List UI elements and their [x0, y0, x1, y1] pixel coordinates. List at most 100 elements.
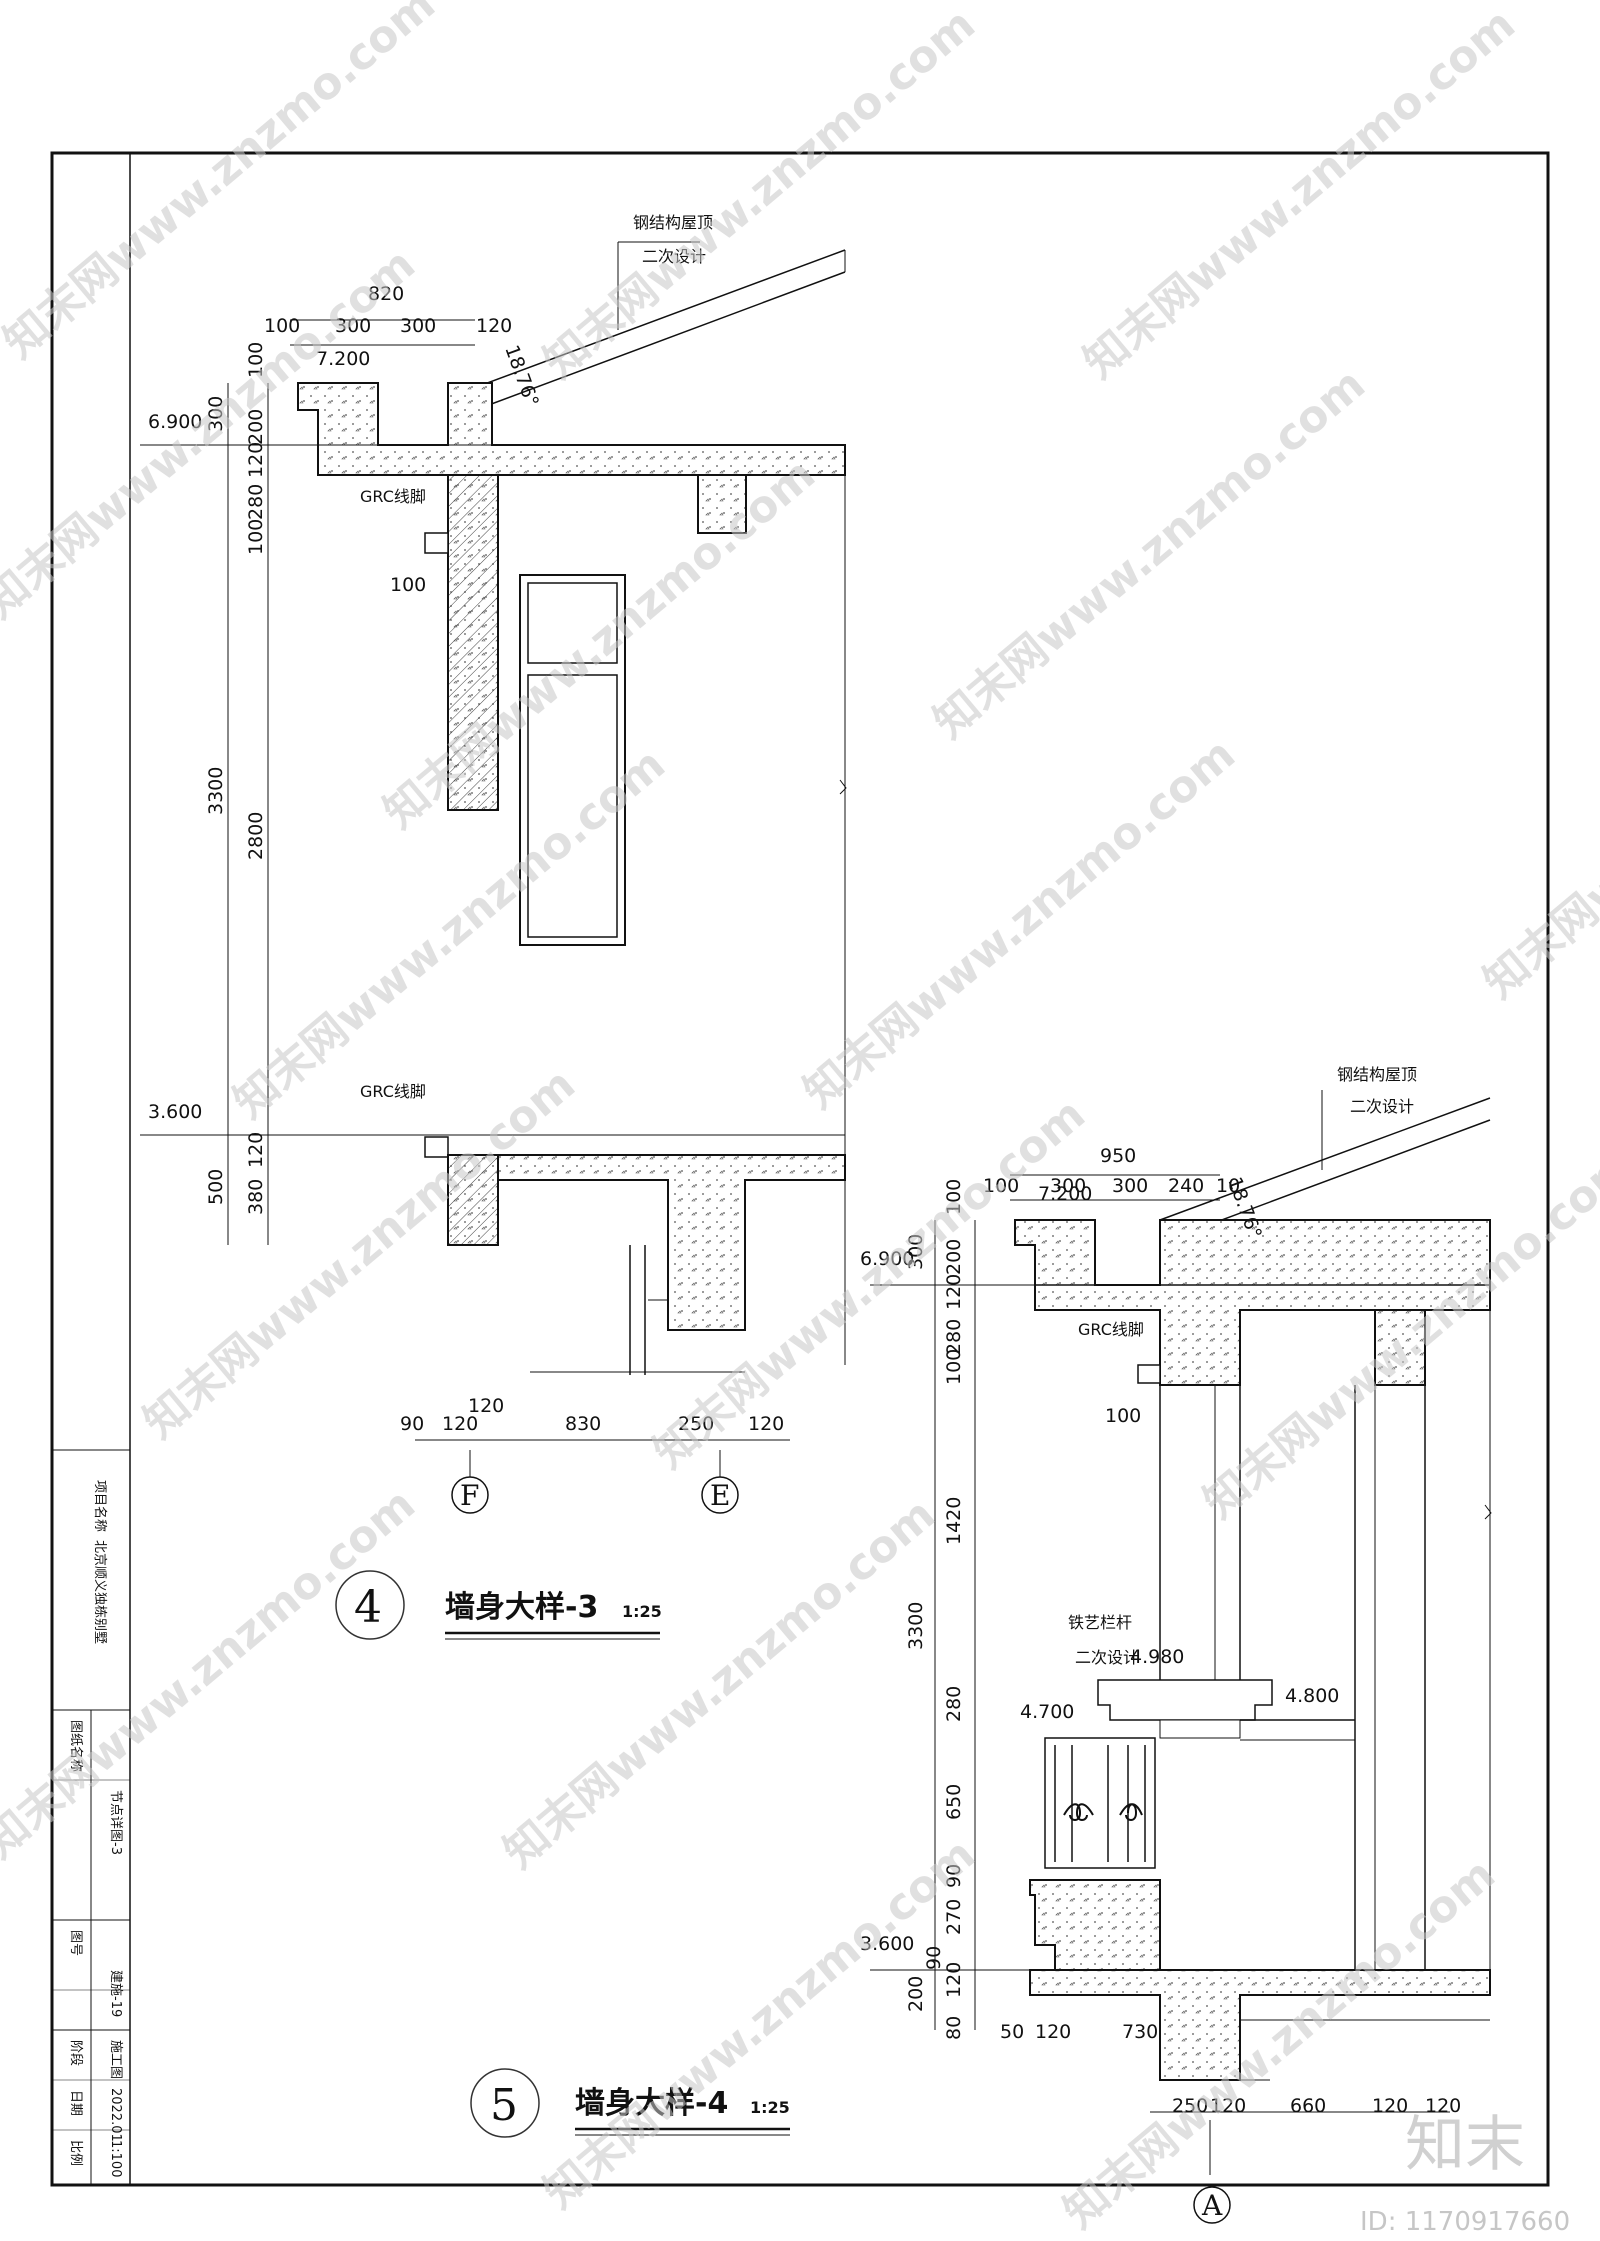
tb-stage: 施工图 — [108, 2040, 123, 2079]
tb-stage-label: 阶段 — [68, 2040, 83, 2066]
d5-elev-3600: 3.600 — [860, 1933, 914, 1955]
d5-left-120b: 120 — [943, 1962, 965, 1998]
grc-ledge-upper — [424, 532, 449, 554]
grc-ledge-lower — [424, 1136, 449, 1158]
d4-bot-250: 250 — [678, 1413, 714, 1435]
d4-left-500: 500 — [205, 1169, 227, 1205]
d5-axis-A: A — [1201, 2189, 1223, 2222]
d4-scale: 1:25 — [622, 1602, 662, 1621]
d4-axis-F: F — [460, 1479, 479, 1512]
d5-left-80: 80 — [943, 2016, 965, 2040]
d5-bot-250: 250 — [1172, 2095, 1208, 2117]
d4-bot-120b: 120 — [468, 1395, 504, 1417]
watermark-2: 知末网www.znzmo.com — [534, 0, 985, 388]
grc-ledge-5 — [1137, 1364, 1161, 1384]
d5-top-10: 10 — [1216, 1175, 1240, 1197]
d4-bot-830: 830 — [565, 1413, 601, 1435]
d4-elev-7200: 7.200 — [316, 348, 370, 370]
tb-date: 2022.01 — [108, 2088, 123, 2142]
iron-railing — [1044, 1737, 1156, 1869]
d5-bot-120a: 120 — [1210, 2095, 1246, 2117]
d5-railing-note-1: 铁艺栏杆 — [1068, 1613, 1132, 1632]
d5-left-650: 650 — [943, 1784, 965, 1820]
watermark-12: 知末网www.znzmo.com — [1194, 1139, 1600, 1529]
d5-left-1420: 1420 — [943, 1497, 965, 1545]
d4-left-300: 300 — [205, 396, 227, 432]
d4-top-820: 820 — [368, 283, 404, 305]
d4-bot-120a: 120 — [442, 1413, 478, 1435]
d4-title: 墙身大样-3 — [445, 1590, 598, 1625]
d5-bot-120c: 120 — [1425, 2095, 1461, 2117]
d4-bot-120c: 120 — [748, 1413, 784, 1435]
floor-slab — [447, 1154, 846, 1331]
tb-project-label: 项目名称 — [92, 1480, 108, 1532]
d5-ledge-730: 730 — [1122, 2021, 1158, 2043]
d5-left-100: 100 — [943, 1179, 965, 1215]
d4-grc-label-1: GRC线脚 — [360, 487, 426, 506]
watermark-9: 知末网www.znzmo.com — [1474, 619, 1600, 1009]
outer-frame — [50, 151, 1550, 2187]
d5-elev-4800: 4.800 — [1285, 1685, 1339, 1707]
d4-offset-100: 100 — [390, 574, 426, 596]
d5-offset-100: 100 — [1105, 1405, 1141, 1427]
d4-left-380: 380 — [245, 1179, 267, 1215]
watermark-6: 知末网www.znzmo.com — [924, 359, 1375, 749]
d5-number: 5 — [490, 2080, 518, 2131]
d5-left-90: 90 — [943, 1864, 965, 1888]
d5-roof-note-1: 钢结构屋顶 — [1337, 1065, 1417, 1084]
d5-elev-4700: 4.700 — [1020, 1701, 1074, 1723]
image-id: ID: 1170917660 — [1360, 2207, 1570, 2237]
d5-top-240: 240 — [1168, 1175, 1204, 1197]
d4-elev-6900: 6.900 — [148, 411, 202, 433]
d5-elev-6900: 6.900 — [860, 1248, 914, 1270]
d4-roof-note-2: 二次设计 — [642, 247, 706, 266]
d5-ledge-50: 50 — [1000, 2021, 1024, 2043]
d4-left-280: 280 — [245, 484, 267, 520]
d4-top-100: 100 — [264, 315, 300, 337]
d5-left-300: 300 — [905, 1234, 927, 1270]
d5-left-200: 200 — [943, 1239, 965, 1275]
d4-left-200: 200 — [245, 409, 267, 445]
d4-elev-3600: 3.600 — [148, 1101, 202, 1123]
d5-left-120: 120 — [943, 1274, 965, 1310]
watermark-14: 知末网www.znzmo.com — [494, 1489, 945, 1879]
watermark-8: 知末网www.znzmo.com — [794, 729, 1245, 1119]
tb-ratio-label: 比例 — [68, 2140, 83, 2166]
d4-bot-90: 90 — [400, 1413, 424, 1435]
d5-elev-4980: 4.980 — [1130, 1646, 1184, 1668]
d4-top-120: 120 — [476, 315, 512, 337]
title-block: 项目名称 北京顺义独栋别墅 图纸名称 节点详图-3 图号 建施-19 阶段 施工… — [68, 1480, 123, 2177]
d5-left-270: 270 — [943, 1899, 965, 1935]
d4-top-300b: 300 — [400, 315, 436, 337]
d5-railing-note-2: 二次设计 — [1075, 1648, 1139, 1667]
d5-title: 墙身大样-4 — [575, 2086, 728, 2121]
d4-left-120: 120 — [245, 442, 267, 478]
d5-grc-label: GRC线脚 — [1078, 1320, 1144, 1339]
tb-drawing-name: 节点详图-3 — [108, 1790, 123, 1855]
d4-left-120b: 120 — [245, 1132, 267, 1168]
detail-5: 950 100 300 300 240 10 钢结构屋顶 二次设计 18.76°… — [470, 1065, 1492, 2224]
d4-left-3300: 3300 — [205, 767, 227, 815]
d5-top-100: 100 — [983, 1175, 1019, 1197]
d5-bot-120b: 120 — [1372, 2095, 1408, 2117]
d5-roof-note-2: 二次设计 — [1350, 1097, 1414, 1116]
d5-top-300b: 300 — [1112, 1175, 1148, 1197]
brand-logo: 知末 — [1405, 2110, 1525, 2180]
d5-left-100b: 100 — [943, 1349, 965, 1385]
tb-number-label: 图号 — [68, 1930, 83, 1956]
tb-project-name: 北京顺义独栋别墅 — [92, 1540, 108, 1644]
d5-ledge-120: 120 — [1035, 2021, 1071, 2043]
tb-drawing-label: 图纸名称 — [68, 1720, 84, 1772]
d4-top-300a: 300 — [335, 315, 371, 337]
d4-number: 4 — [354, 1582, 382, 1633]
watermark-3: 知末网www.znzmo.com — [1074, 0, 1525, 388]
d5-left-3300: 3300 — [905, 1602, 927, 1650]
d5-left-200b: 200 — [905, 1976, 927, 2012]
watermark-15: 知末网www.znzmo.com — [534, 1829, 985, 2219]
d5-elev-7200: 7.200 — [1038, 1183, 1092, 1205]
d5-left-90b: 90 — [923, 1946, 945, 1970]
detail-4: 820 100 300 300 120 钢结构屋顶 二次设计 18.76° 7.… — [140, 213, 847, 1640]
watermark-13: 知末网www.znzmo.com — [0, 1479, 425, 1869]
